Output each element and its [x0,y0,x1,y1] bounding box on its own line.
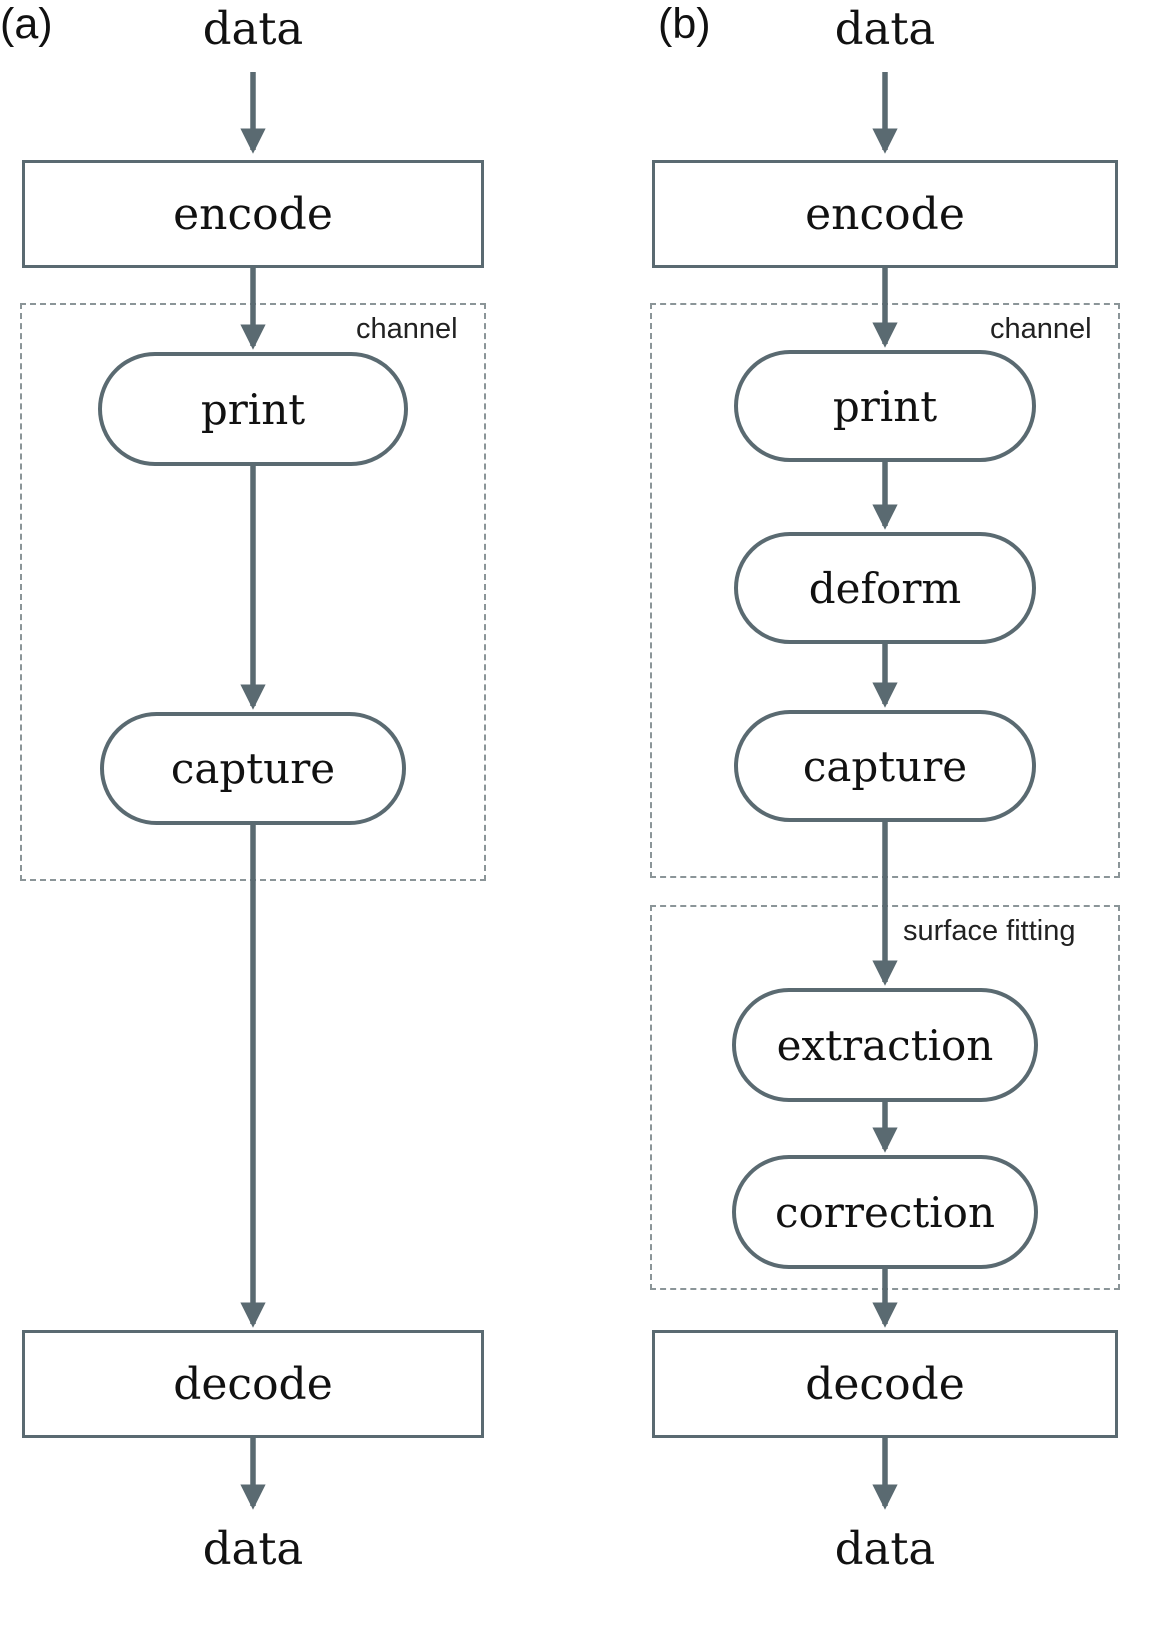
encode-box-b: encode [652,160,1118,268]
channel-label-a: channel [356,313,458,345]
panel-label-a: (a) [0,0,53,48]
data-output-label-a: data [202,1522,304,1575]
print-node-a: print [98,352,408,466]
decode-box-a: decode [22,1330,484,1438]
data-input-label-a: data [202,2,304,55]
panel-label-b: (b) [658,0,711,48]
capture-node-b: capture [734,710,1036,822]
print-node-b: print [734,350,1036,462]
correction-node-b: correction [732,1155,1038,1269]
channel-label-b: channel [990,313,1092,345]
capture-node-a: capture [100,712,406,825]
deform-node-b: deform [734,532,1036,644]
data-output-label-b: data [834,1522,936,1575]
data-input-label-b: data [834,2,936,55]
decode-box-b: decode [652,1330,1118,1438]
extraction-node-b: extraction [732,988,1038,1102]
surface-fitting-label-b: surface fitting [903,915,1076,947]
encode-box-a: encode [22,160,484,268]
